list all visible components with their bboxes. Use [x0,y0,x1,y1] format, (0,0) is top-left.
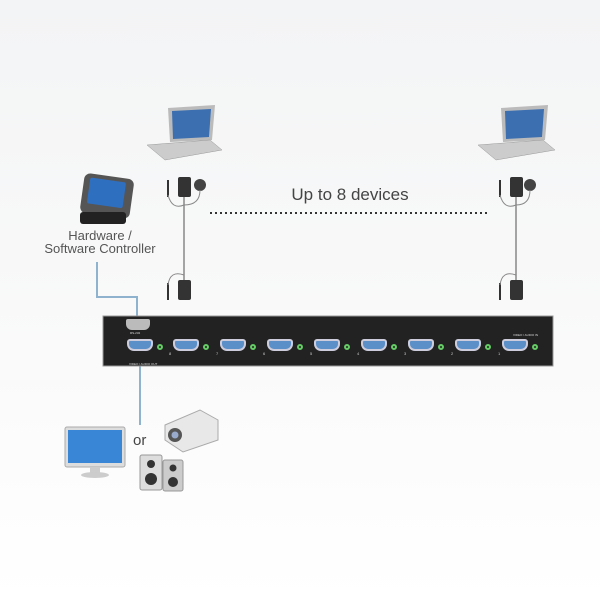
port-number: 8 [169,351,172,356]
vga-connector [361,339,387,351]
port-number: 4 [357,351,360,356]
extender-left [167,177,206,300]
vga-connector [314,339,340,351]
audio-jack [203,344,209,350]
input-port-5[interactable]: 5 [310,337,350,361]
audio-jack [438,344,444,350]
input-port-4[interactable]: 4 [357,337,397,361]
vga-connector [502,339,528,351]
out-label: VIDEO / AUDIO OUT [129,362,158,366]
monitor-icon [64,426,126,478]
controller-label-line1: Hardware / [68,228,132,243]
port-number: 3 [404,351,407,356]
audio-jack [485,344,491,350]
input-port-1[interactable]: 1 [498,337,538,361]
audio-jack [532,344,538,350]
port-number: 6 [263,351,266,356]
devices-label: Up to 8 devices [291,185,409,204]
port-number: 5 [310,351,313,356]
port-number: 7 [216,351,219,356]
projector-icon [164,409,219,453]
extender-right [499,177,536,300]
kvm-device-panel: RS-232 VIDEO / AUDIO OUT VIDEO / AUDIO I… [103,316,553,366]
rs232-label: RS-232 [130,331,141,335]
input-port-8[interactable]: 8 [169,337,209,361]
input-port-6[interactable]: 6 [263,337,303,361]
rs232-port[interactable] [126,319,150,330]
audio-jack [391,344,397,350]
vga-connector [455,339,481,351]
vga-connector [267,339,293,351]
speakers-icon [139,454,184,492]
controller-label-line2: Software Controller [44,241,156,256]
output-port[interactable] [123,337,163,361]
input-port-7[interactable]: 7 [216,337,256,361]
vga-connector [220,339,246,351]
audio-jack [297,344,303,350]
vga-connector [408,339,434,351]
controller-cable [96,262,138,318]
input-port-3[interactable]: 3 [404,337,444,361]
or-label: or [133,432,147,449]
controller-icon [80,173,134,224]
laptop-icon-left [146,105,223,161]
audio-jack [250,344,256,350]
vga-connector [173,339,199,351]
in-label: VIDEO / AUDIO IN [513,333,539,337]
port-number: 1 [498,351,501,356]
laptop-icon-right [477,105,556,161]
audio-jack [344,344,350,350]
port-number: 2 [451,351,454,356]
input-port-2[interactable]: 2 [451,337,491,361]
